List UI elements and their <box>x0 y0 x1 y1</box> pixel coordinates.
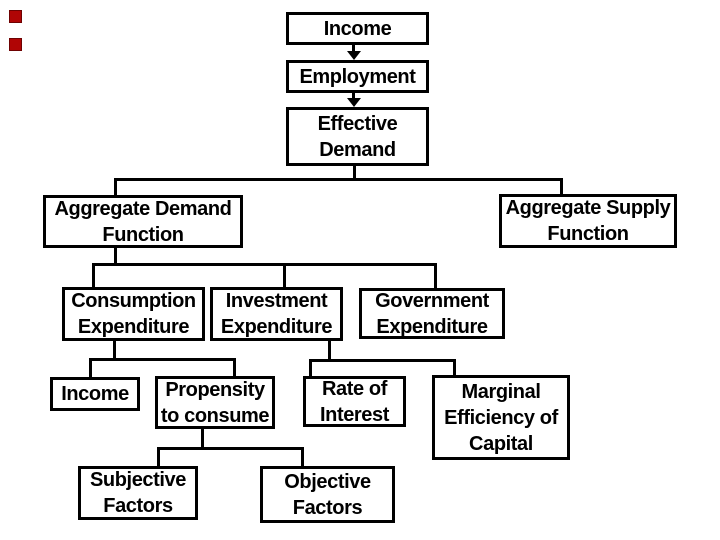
red-square-bullet-icon <box>9 10 22 23</box>
node-label: Objective Factors <box>284 470 371 519</box>
node-employment: Employment <box>286 60 429 93</box>
node-government-expenditure: Government Expenditure <box>359 288 505 339</box>
node-label: Consumption Expenditure <box>71 290 196 338</box>
node-investment-expenditure: Investment Expenditure <box>210 287 343 341</box>
connector-line <box>89 358 236 361</box>
node-label: Investment Expenditure <box>220 290 333 338</box>
node-label: Income <box>323 17 392 40</box>
node-label: Marginal Efficiency of Capital <box>444 380 558 455</box>
node-marginal-efficiency-of-capital: Marginal Efficiency of Capital <box>432 375 570 460</box>
connector-line <box>434 263 437 288</box>
node-consumption-expenditure: Consumption Expenditure <box>62 287 205 341</box>
connector-line <box>92 263 437 266</box>
connector-line <box>301 447 304 466</box>
connector-line <box>309 359 456 362</box>
connector-line <box>353 166 356 181</box>
arrow-down-icon <box>347 51 361 60</box>
connector-line <box>114 248 117 266</box>
connector-line <box>113 341 116 360</box>
node-label: Government Expenditure <box>375 289 489 338</box>
node-propensity-to-consume: Propensity to consume <box>155 376 275 429</box>
connector-line <box>92 263 95 287</box>
connector-line <box>157 447 304 450</box>
node-label: Employment <box>299 65 416 88</box>
node-label: Rate of Interest <box>319 377 390 426</box>
connector-line <box>453 359 456 375</box>
node-effective-demand: Effective Demand <box>286 107 429 166</box>
red-square-bullet-icon <box>9 38 22 51</box>
node-aggregate-supply-function: Aggregate Supply Function <box>499 194 677 248</box>
connector-line <box>89 358 92 377</box>
arrow-down-icon <box>347 98 361 107</box>
node-rate-of-interest: Rate of Interest <box>303 376 406 427</box>
node-objective-factors: Objective Factors <box>260 466 395 523</box>
node-income-determinant: Income <box>50 377 140 411</box>
connector-line <box>201 429 204 449</box>
node-label: Effective Demand <box>317 112 398 161</box>
connector-line <box>309 359 312 376</box>
connector-line <box>114 178 117 195</box>
node-subjective-factors: Subjective Factors <box>78 466 198 520</box>
node-label: Aggregate Demand Function <box>54 197 232 246</box>
node-label: Propensity to consume <box>160 378 270 427</box>
node-income-top: Income <box>286 12 429 45</box>
connector-line <box>114 178 563 181</box>
connector-line <box>233 358 236 376</box>
connector-line <box>328 341 331 361</box>
node-label: Aggregate Supply Function <box>505 197 671 245</box>
arrow-down-icon <box>352 93 355 101</box>
arrow-down-icon <box>352 45 355 53</box>
node-aggregate-demand-function: Aggregate Demand Function <box>43 195 243 248</box>
connector-line <box>283 263 286 287</box>
connector-line <box>560 178 563 194</box>
node-label: Income <box>61 383 129 405</box>
connector-line <box>157 447 160 466</box>
node-label: Subjective Factors <box>89 469 187 517</box>
